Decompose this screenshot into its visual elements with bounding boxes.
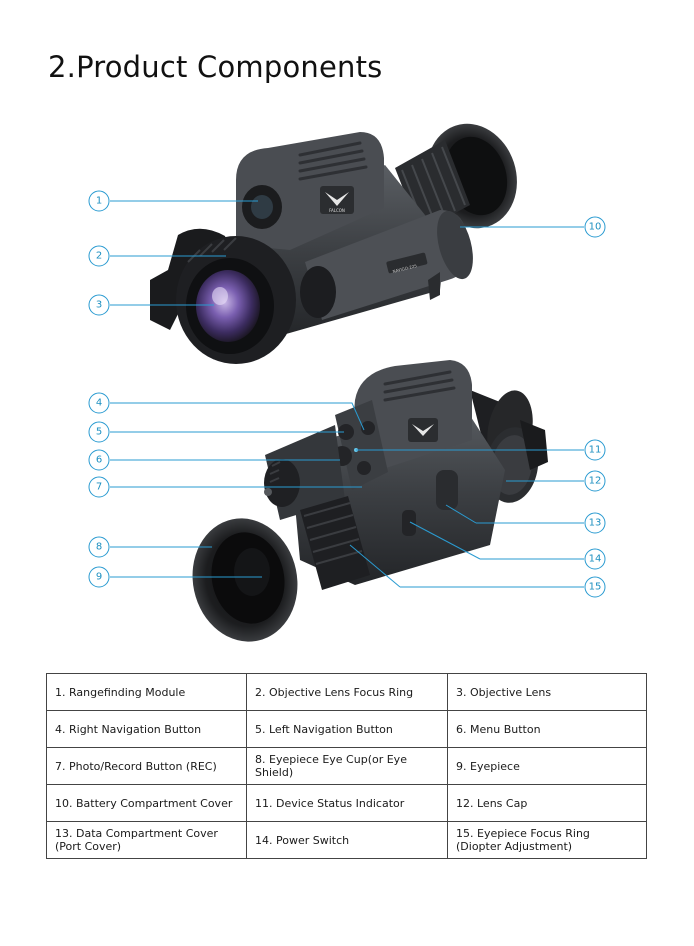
table-row: 4. Right Navigation Button 5. Left Navig… <box>46 710 647 748</box>
callout-8: 8 <box>96 542 102 553</box>
callout-6: 6 <box>96 455 102 466</box>
page-title: 2.Product Components <box>48 50 383 84</box>
callout-2: 2 <box>96 251 102 262</box>
component-cell: 2. Objective Lens Focus Ring <box>246 673 448 711</box>
callout-10: 10 <box>589 222 602 233</box>
callout-7: 7 <box>96 482 102 493</box>
component-cell: 10. Battery Compartment Cover <box>46 784 247 822</box>
model-mark-text: NAVIGO-225 <box>392 263 418 274</box>
device-rear-view <box>192 360 548 642</box>
callout-15: 15 <box>589 582 602 593</box>
component-cell: 6. Menu Button <box>447 710 647 748</box>
table-row: 10. Battery Compartment Cover 11. Device… <box>46 784 647 822</box>
component-cell: 15. Eyepiece Focus Ring (Diopter Adjustm… <box>447 821 647 859</box>
callout-14: 14 <box>589 554 602 565</box>
brand-logo-text: FALCON <box>329 208 345 213</box>
component-cell: 7. Photo/Record Button (REC) <box>46 747 247 785</box>
component-cell: 1. Rangefinding Module <box>46 673 247 711</box>
table-row: 13. Data Compartment Cover (Port Cover) … <box>46 821 647 859</box>
callout-lines <box>110 200 584 588</box>
component-cell: 12. Lens Cap <box>447 784 647 822</box>
component-cell: 4. Right Navigation Button <box>46 710 247 748</box>
component-cell: 14. Power Switch <box>246 821 448 859</box>
callout-11: 11 <box>589 445 602 456</box>
component-cell: 13. Data Compartment Cover (Port Cover) <box>46 821 247 859</box>
callout-3: 3 <box>96 300 102 311</box>
table-row: 1. Rangefinding Module 2. Objective Lens… <box>46 673 647 711</box>
product-illustration: FALCON NAVIGO-225 <box>88 123 606 642</box>
component-cell: 5. Left Navigation Button <box>246 710 448 748</box>
callout-4: 4 <box>96 398 102 409</box>
callout-5: 5 <box>96 427 102 438</box>
callout-1: 1 <box>96 196 102 207</box>
component-cell: 3. Objective Lens <box>447 673 647 711</box>
component-cell: 8. Eyepiece Eye Cup(or Eye Shield) <box>246 747 448 785</box>
component-cell: 9. Eyepiece <box>447 747 647 785</box>
components-table: 1. Rangefinding Module 2. Objective Lens… <box>46 673 647 859</box>
table-row: 7. Photo/Record Button (REC) 8. Eyepiece… <box>46 747 647 785</box>
component-cell: 11. Device Status Indicator <box>246 784 448 822</box>
callout-13: 13 <box>589 518 602 529</box>
callout-9: 9 <box>96 572 102 583</box>
callout-12: 12 <box>589 476 602 487</box>
device-front-view: FALCON NAVIGO-225 <box>150 123 517 364</box>
